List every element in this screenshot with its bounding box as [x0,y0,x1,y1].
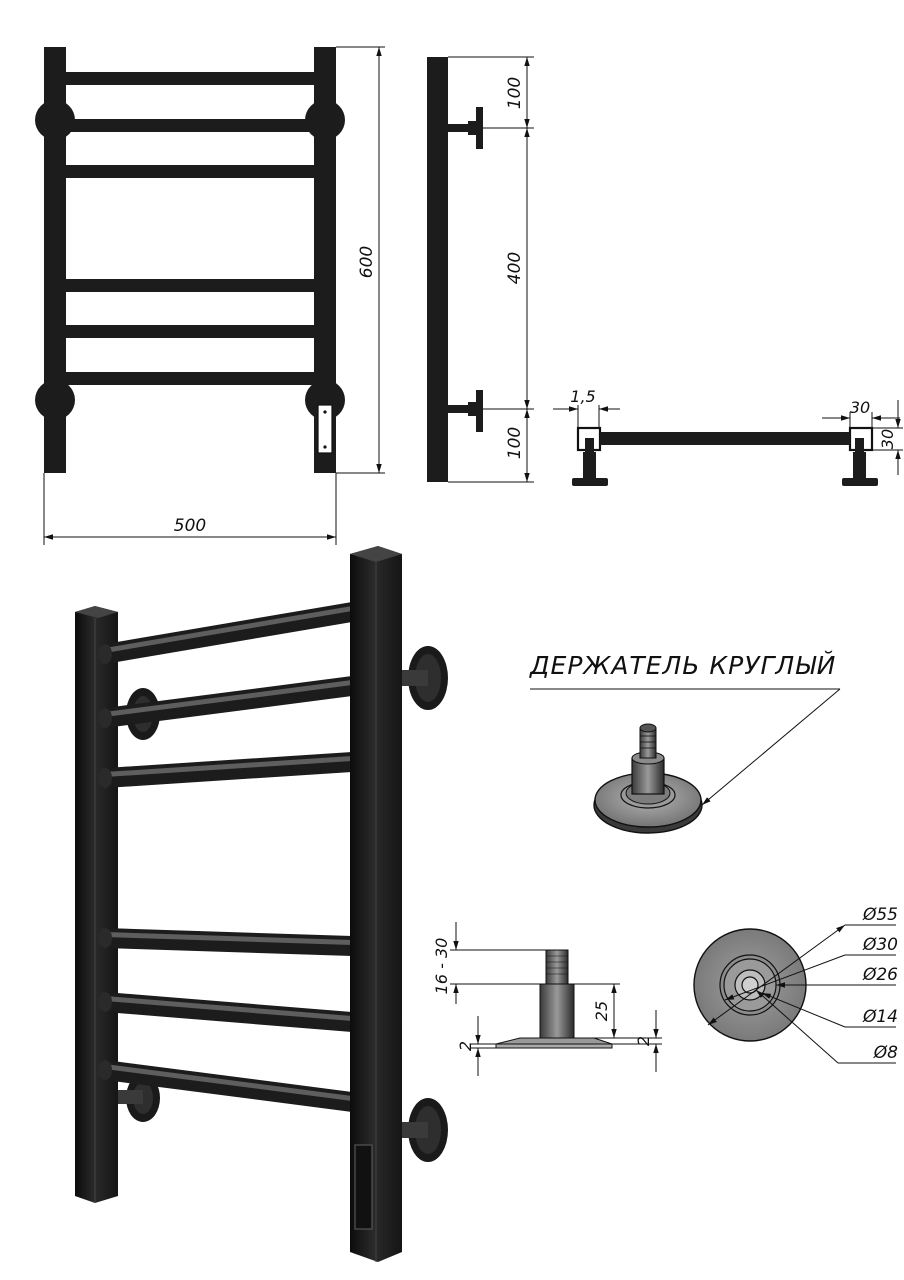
holder-3d [593,723,703,834]
width-label: 500 [174,516,206,536]
top-holder-right [842,438,878,486]
holder-callout: ДЕРЖАТЕЛЬ КРУГЛЫЙ [529,651,841,806]
top-holder-left [572,438,608,486]
left-post [44,47,66,473]
top-view: 1,5 30 30 [553,387,903,486]
front-view: 600 500 [35,46,385,545]
persp-flange-right-top [400,646,448,710]
persp-flange-left-bottom [118,1074,160,1122]
side-holder-top [448,107,483,149]
side-holder-bottom [448,390,483,432]
holder-top-drawing: Ø55 Ø30 Ø26 Ø14 Ø8 [693,905,898,1064]
width-dimension: 500 [43,473,337,545]
side-top-label: 100 [505,77,525,109]
holder-side-drawing: 16 - 30 25 2 2 [432,922,662,1076]
persp-rungs [98,602,352,1112]
diameter-8: Ø8 [873,1043,898,1063]
side-middle-label: 400 [505,252,525,284]
base-right-label: 2 [634,1036,653,1046]
diameter-30: Ø30 [862,935,898,955]
right-post [314,47,336,473]
profile-width-label: 30 [850,398,870,417]
height-dimension: 600 [336,46,385,474]
holder-title: ДЕРЖАТЕЛЬ КРУГЛЫЙ [529,651,836,680]
diameter-14: Ø14 [862,1007,898,1027]
side-view: 100 400 100 [427,56,534,483]
diameter-55: Ø55 [862,905,898,925]
body-label: 25 [592,1001,611,1021]
height-label: 600 [357,246,377,278]
top-rung [600,432,850,445]
front-rungs [66,72,314,385]
persp-flange-right-bottom [400,1098,448,1162]
thread-label: 16 - 30 [432,938,451,995]
perspective-view [75,546,448,1262]
cable-box [317,404,333,454]
persp-cable-box [354,1144,373,1230]
side-bottom-label: 100 [505,427,525,459]
side-post [427,57,448,482]
base-left-label: 2 [456,1041,475,1051]
profile-height-label: 30 [878,429,897,449]
diameter-26: Ø26 [862,965,898,985]
persp-left-post [75,606,118,1203]
wall-gap-label: 1,5 [570,387,595,406]
